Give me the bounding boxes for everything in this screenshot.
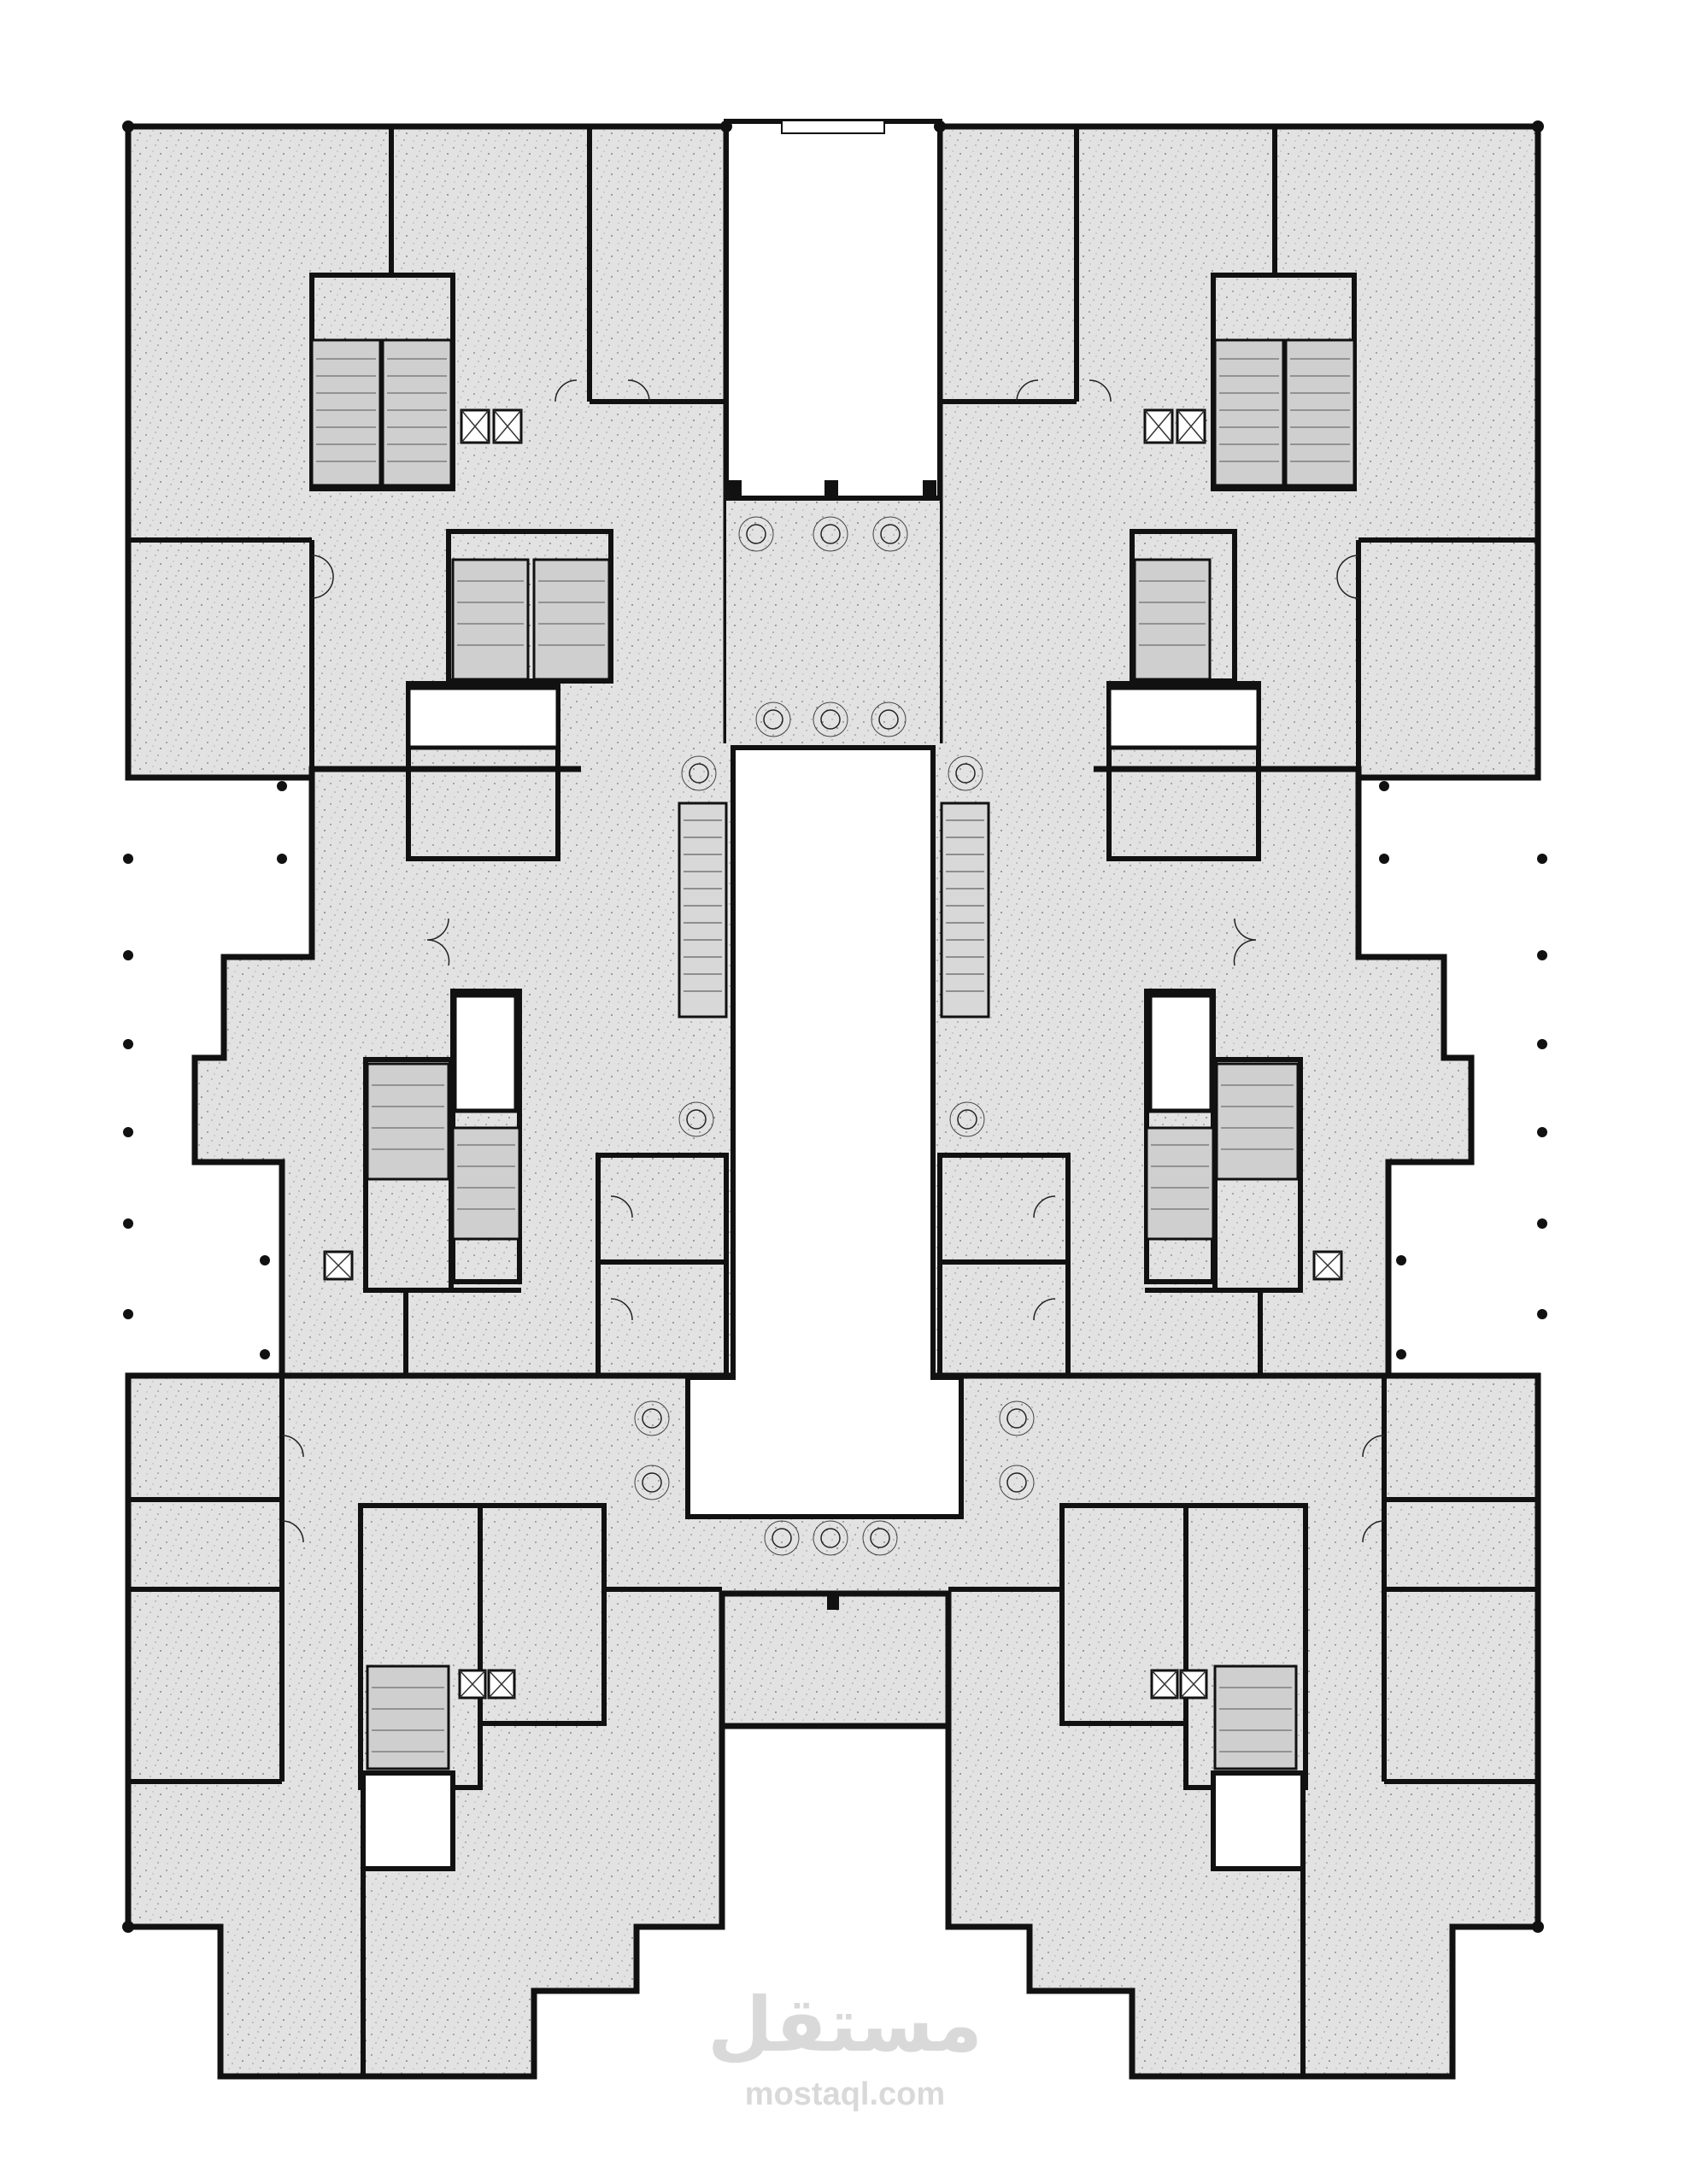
columns [122,120,1547,1933]
watermark-latin: mostaql.com [744,2076,946,2112]
escalator-steps [684,819,984,992]
escalators [678,801,990,1019]
stair-treads [316,358,1350,1752]
seating-clusters [642,524,1027,1548]
voids [685,119,964,1519]
lift-crosses [324,409,1342,1699]
north-entrance-court [724,119,942,501]
service-rooms [406,685,1261,1113]
interior-walls [128,126,1538,2076]
seating-chairs [634,516,1035,1556]
watermark-arabic: مستقل [707,1981,983,2069]
lobby-south [719,1590,952,1729]
door-swings [281,379,1385,1543]
entrance-canopy [781,120,885,134]
entrance-piers [728,480,936,1610]
